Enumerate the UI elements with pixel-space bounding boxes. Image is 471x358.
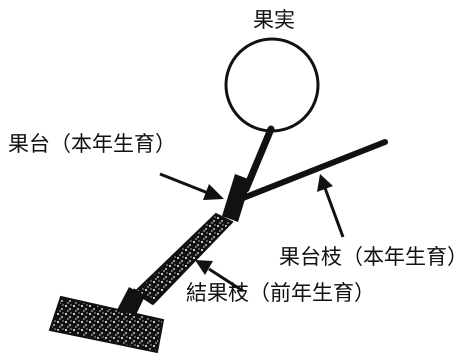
label-fruit: 果実 [253,8,295,32]
fruit-base-branch [235,139,388,203]
label-bearing-branch: 結果枝（前年生育） [186,281,375,305]
arrow-bearing-branch [195,260,244,293]
label-fruit-base-branch: 果台枝（本年生育） [279,245,468,269]
bearing-branch [133,212,234,306]
old-wood [48,295,165,354]
fruit-circle [224,37,320,133]
arrow-fruit-base-branch [317,174,345,238]
arrow-fruit-base [159,172,224,200]
fruit-stalk [242,125,275,193]
label-fruit-base: 果台（本年生育） [8,132,176,156]
